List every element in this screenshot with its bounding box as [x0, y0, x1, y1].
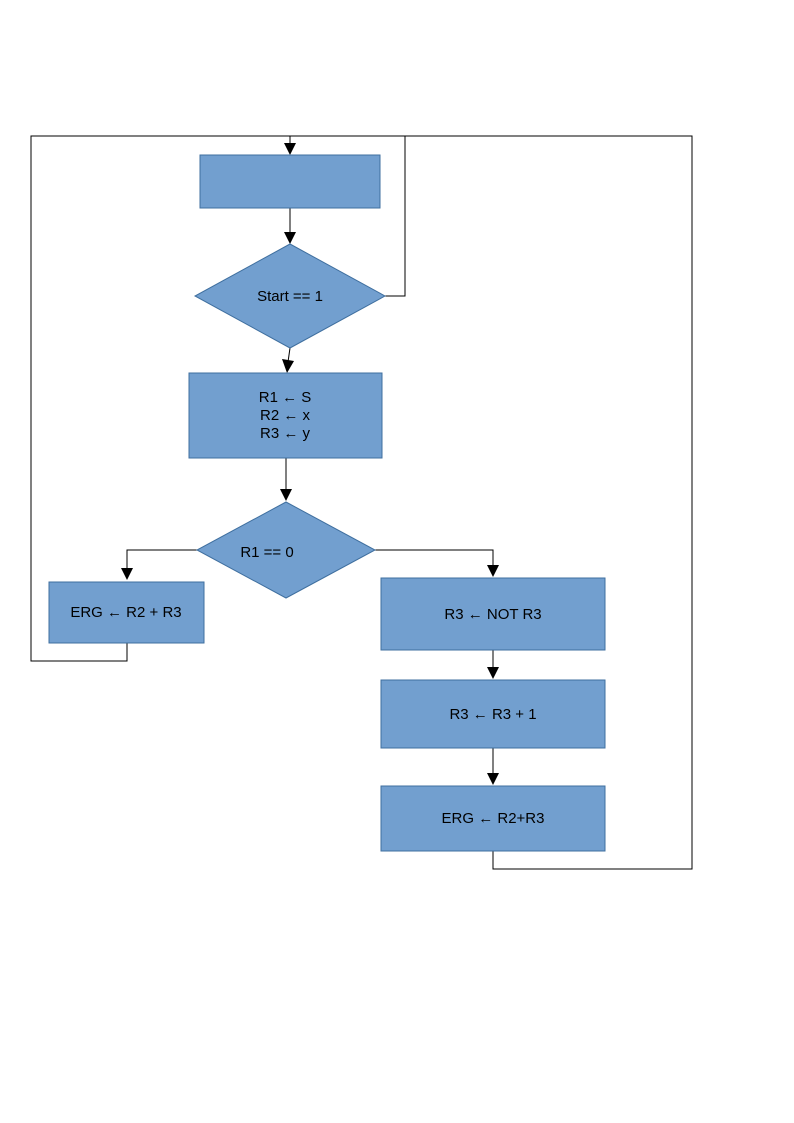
loop-connector-right: [289, 135, 693, 870]
init-box: [188, 372, 383, 459]
sum-box: [380, 785, 606, 852]
init-line-2: R2 ← x: [260, 407, 311, 424]
r1-left-branch: [126, 549, 198, 570]
top-box: [199, 154, 381, 209]
arrowhead-inc: [487, 667, 499, 679]
inc-box-label: R3 ← R3 + 1: [449, 706, 536, 723]
arrowhead-right-branch: [487, 565, 499, 577]
start-to-init-connector: [287, 347, 291, 363]
not-box: [380, 577, 606, 651]
r1-decision-diamond: [195, 501, 377, 599]
r1-decision-label: R1 == 0: [240, 544, 293, 561]
sum-box-label: ERG ← R2+R3: [442, 810, 545, 827]
arrowhead-left-branch: [121, 568, 133, 580]
start-decision-diamond: [193, 243, 387, 349]
inc-box: [380, 679, 606, 749]
connectors: [30, 135, 693, 870]
not-box-label: R3 ← NOT R3: [444, 606, 541, 623]
add-box-label: ERG ← R2 + R3: [70, 604, 181, 621]
init-line-1: R1 ← S: [259, 389, 312, 406]
arrowhead-init: [282, 359, 294, 373]
arrowhead-sum: [487, 773, 499, 785]
init-line-3: R3 ← y: [260, 425, 311, 442]
arrowhead-start: [284, 232, 296, 244]
labels: Start == 1 R1 ← S R2 ← x R3 ← y R1 == 0 …: [70, 288, 544, 827]
start-wait-connector: [385, 136, 406, 297]
arrowheads: [121, 143, 499, 785]
add-box: [48, 581, 205, 644]
start-decision-label: Start == 1: [257, 288, 323, 305]
r1-right-branch: [375, 549, 494, 567]
loop-connector-left: [30, 135, 290, 662]
shapes: [48, 154, 606, 852]
arrowhead-top: [284, 143, 296, 155]
arrowhead-r1: [280, 489, 292, 501]
